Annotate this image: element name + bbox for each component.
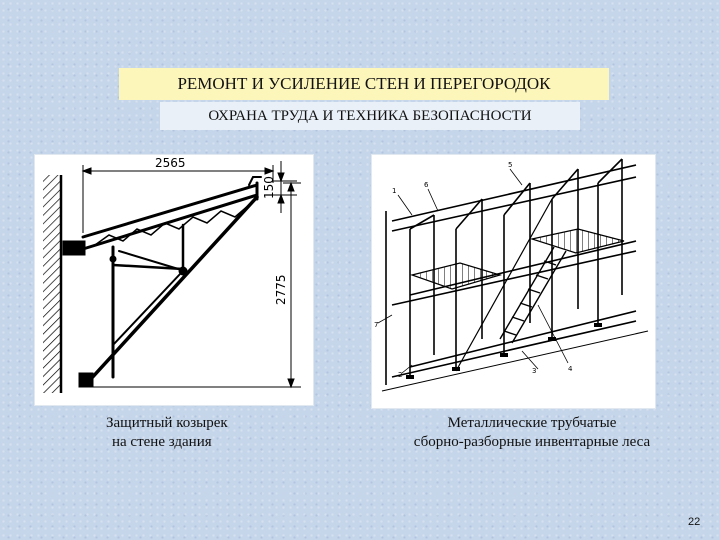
caption-scaffolding-line1: Металлические трубчатые [447,415,617,431]
caption-canopy-line2: на стене здания [112,434,212,450]
scaffolding-drawing: 1 2 3 4 5 6 7 [374,158,649,392]
scaffold-deck-right [529,228,625,254]
slide-title-text: РЕМОНТ И УСИЛЕНИЕ СТЕН И ПЕРЕГОРОДОК [177,74,551,93]
caption-canopy: Защитный козырек на стене здания [82,414,302,452]
callout-6: 6 [424,181,429,189]
caption-scaffolding-line2: сборно-разборные инвентарные леса [413,434,651,450]
callout-leaders [377,168,569,374]
dimension-width [81,165,275,233]
scaffolding-frame [381,158,649,392]
scaffold-ladder [499,246,567,344]
scaffolding-drawing-panel: 1 2 3 4 5 6 7 [372,155,655,408]
building-wall [43,175,63,393]
dimension-small-label: 150 [262,176,276,199]
slide-subtitle: ОХРАНА ТРУДА И ТЕХНИКА БЕЗОПАСНОСТИ [160,102,580,130]
callout-4: 4 [568,365,573,373]
scaffold-base-plates [406,323,602,379]
canopy-structure [62,176,262,388]
callout-5: 5 [508,161,512,169]
dimension-height-label: 2775 [274,274,288,305]
callout-2: 2 [398,371,402,379]
page-number: 22 [688,516,701,528]
caption-scaffolding: Металлические трубчатые сборно-разборные… [372,414,692,452]
dimension-height [85,181,301,389]
scaffold-deck-left [409,262,503,290]
slide-title: РЕМОНТ И УСИЛЕНИЕ СТЕН И ПЕРЕГОРОДОК [119,68,609,100]
slide-subtitle-text: ОХРАНА ТРУДА И ТЕХНИКА БЕЗОПАСНОСТИ [208,107,532,124]
caption-canopy-line1: Защитный козырек [106,415,228,431]
canopy-drawing: 2565 150 2775 [43,156,301,393]
callout-7: 7 [374,321,378,329]
dimension-width-label: 2565 [155,156,186,170]
callout-3: 3 [532,367,536,375]
callout-1: 1 [392,187,396,195]
dimension-small [273,161,297,213]
canopy-drawing-panel: 2565 150 2775 [35,155,313,405]
